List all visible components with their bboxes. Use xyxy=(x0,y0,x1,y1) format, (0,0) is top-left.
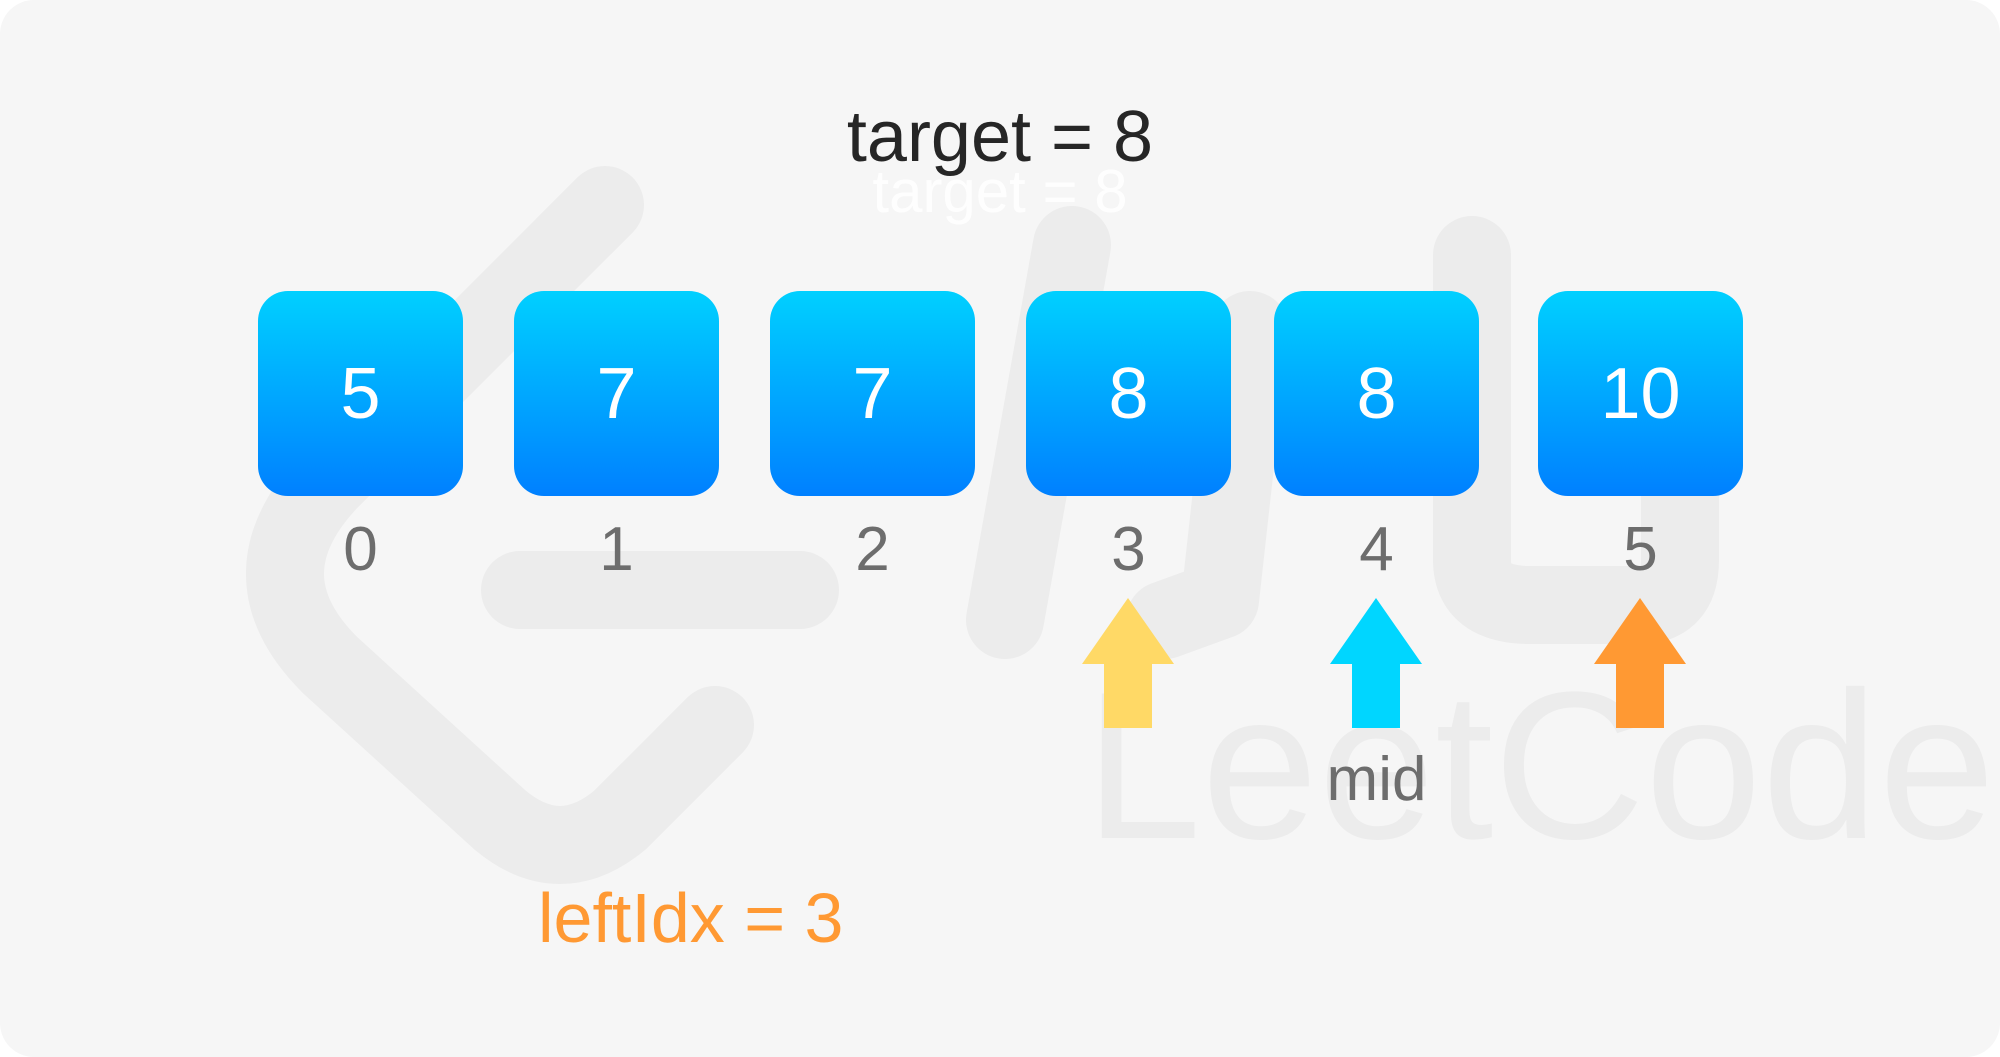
array-cell: 8 xyxy=(1274,291,1479,496)
mid-pointer-arrow-shape xyxy=(1330,598,1422,728)
array-index: 2 xyxy=(855,515,890,584)
array-index: 5 xyxy=(1623,515,1658,584)
right-pointer-arrow-shape xyxy=(1594,598,1686,728)
array-index: 3 xyxy=(1111,515,1146,584)
array-cell: 5 xyxy=(258,291,463,496)
mid-pointer-arrow-icon xyxy=(1330,598,1422,728)
cell-value: 8 xyxy=(1356,353,1397,434)
array-cell: 10 xyxy=(1538,291,1743,496)
target-title: target = 8 xyxy=(846,97,1154,177)
array-index: 1 xyxy=(599,515,634,584)
cell-value: 8 xyxy=(1108,353,1149,434)
left-index-result: leftIdx = 3 xyxy=(538,879,844,957)
array-index: 0 xyxy=(343,515,378,584)
cell-value: 7 xyxy=(852,353,893,434)
array-cell: 7 xyxy=(514,291,719,496)
left-pointer-arrow-icon xyxy=(1082,598,1174,728)
left-pointer-arrow-shape xyxy=(1082,598,1174,728)
cell-value: 5 xyxy=(340,353,381,434)
cell-value: 7 xyxy=(596,353,637,434)
target-title-echo: target = 8 xyxy=(872,158,1128,225)
right-pointer-arrow-icon xyxy=(1594,598,1686,728)
array-cell: 8 xyxy=(1026,291,1231,496)
watermark-wordmark: LeetCode xyxy=(1085,648,1996,883)
array-index: 4 xyxy=(1359,515,1394,584)
cell-value: 10 xyxy=(1600,353,1681,434)
mid-pointer-label: mid xyxy=(1326,745,1427,814)
array-cell: 7 xyxy=(770,291,975,496)
